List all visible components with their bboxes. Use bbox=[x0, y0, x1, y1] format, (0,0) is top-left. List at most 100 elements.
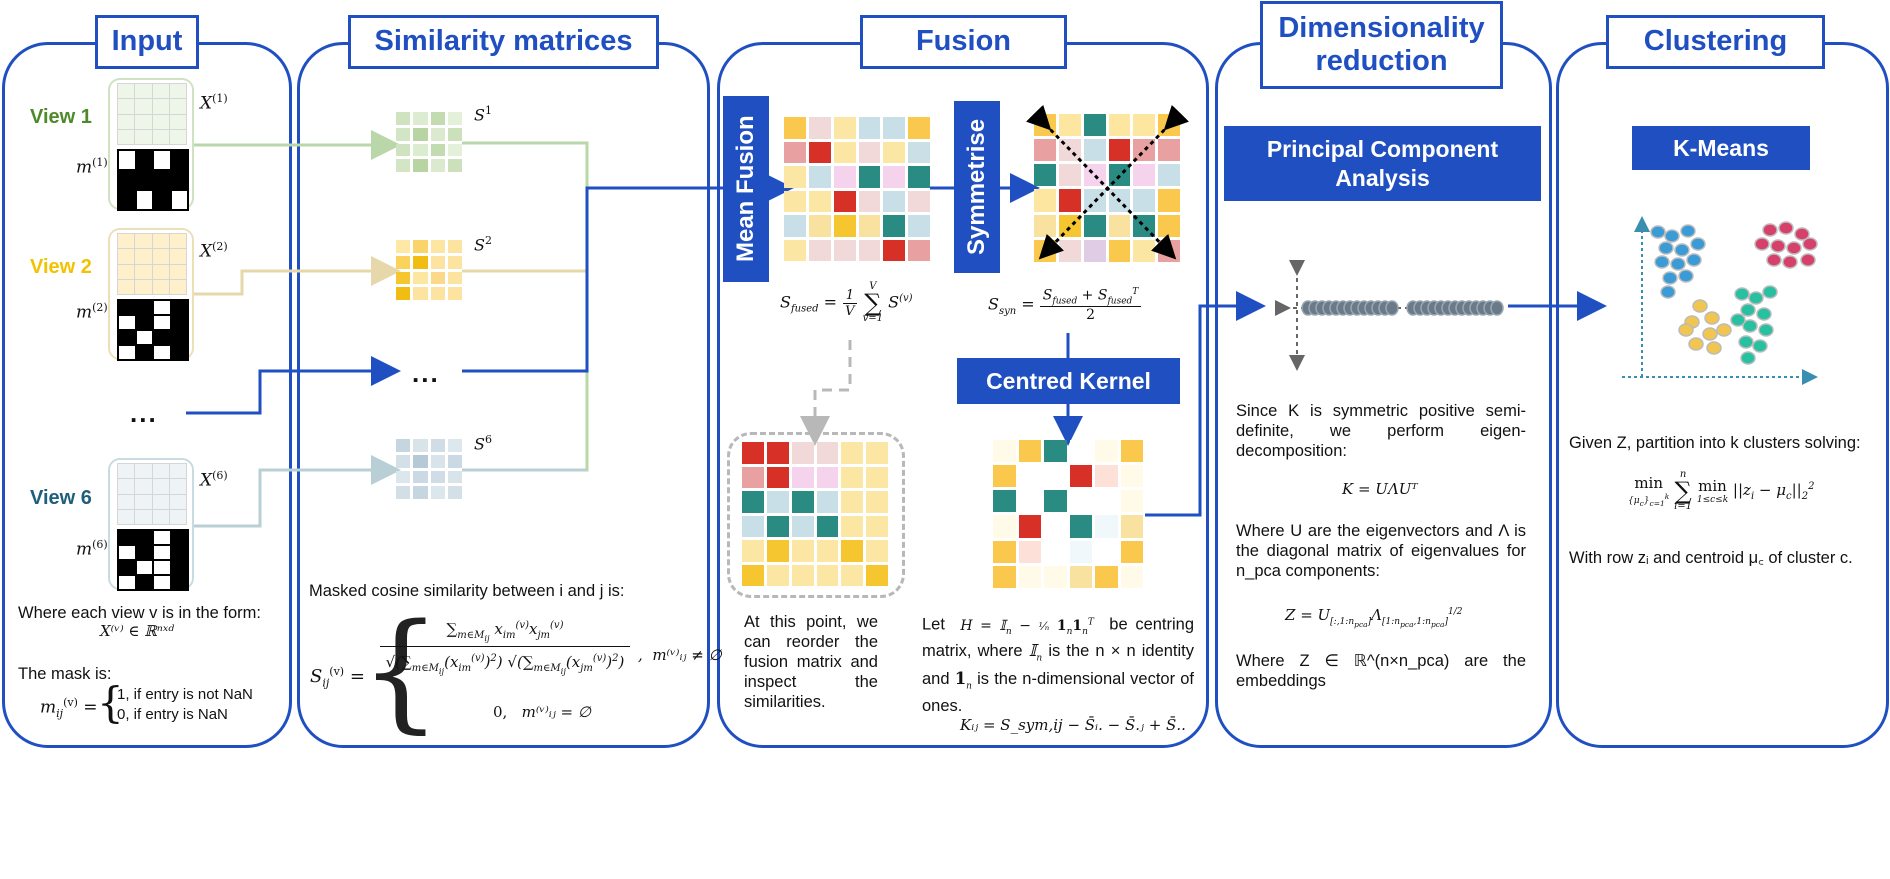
mean-fusion-cell bbox=[908, 190, 930, 212]
symmetrised-cell bbox=[1034, 189, 1056, 212]
view1-data-cell bbox=[169, 99, 186, 114]
similarity-panel bbox=[297, 42, 710, 748]
input-ellipsis: ... bbox=[130, 398, 158, 428]
view1-mask-cell bbox=[154, 171, 170, 189]
s1-cell bbox=[447, 159, 462, 172]
mean-fusion-cell bbox=[858, 166, 881, 188]
view6-data-cell bbox=[152, 494, 169, 509]
centred-kernel-cell bbox=[993, 490, 1016, 513]
s1-cell bbox=[413, 159, 428, 172]
similarity-matrix-2 bbox=[396, 240, 462, 300]
centred-kernel-label: Centred Kernel bbox=[957, 358, 1180, 404]
symmetrised-cell bbox=[1158, 139, 1180, 162]
view6-mask-cell bbox=[119, 576, 135, 589]
input-title: Input bbox=[95, 15, 199, 69]
s2-cell bbox=[447, 271, 462, 285]
mean-fusion-cell bbox=[784, 190, 806, 212]
symmetrised-cell bbox=[1083, 114, 1106, 137]
mean-fusion-cell bbox=[808, 141, 831, 163]
view1-data-cell bbox=[118, 129, 135, 144]
mean-fusion-cell bbox=[883, 117, 906, 139]
reordered-cell bbox=[742, 564, 764, 586]
symmetrised-cell bbox=[1158, 114, 1180, 137]
s1-cell bbox=[447, 127, 462, 141]
centred-kernel-cell bbox=[993, 440, 1016, 463]
view6-mask-cell bbox=[119, 531, 135, 544]
view2-data-cell bbox=[118, 249, 135, 264]
input-mask-brace: { bbox=[97, 678, 124, 727]
view6-data-cell bbox=[118, 509, 135, 524]
view1-data-cell bbox=[169, 114, 186, 129]
view1-mask-cell bbox=[171, 171, 187, 189]
input-form-text: Where each view v is in the form: bbox=[18, 604, 262, 622]
view1-mask-cell bbox=[119, 151, 135, 169]
mean-fusion-cell bbox=[808, 166, 831, 188]
s1-cell bbox=[413, 143, 428, 157]
symmetrised-cell bbox=[1034, 114, 1056, 137]
symmetrised-cell bbox=[1034, 214, 1056, 237]
symmetrised-cell bbox=[1133, 239, 1156, 262]
view6-data-cell bbox=[135, 464, 152, 479]
reordered-cell bbox=[816, 466, 839, 488]
view6-mask-cell bbox=[171, 531, 187, 544]
mean-fusion-cell bbox=[784, 166, 806, 188]
view2-mask-cell bbox=[154, 346, 170, 359]
s6-cell bbox=[447, 486, 462, 499]
s2-cell bbox=[447, 240, 462, 253]
centred-kernel-cell bbox=[1044, 465, 1067, 488]
s1-cell bbox=[430, 127, 445, 141]
view1-data-cell bbox=[152, 99, 169, 114]
view6-mask-cell bbox=[154, 576, 170, 589]
reordered-cell bbox=[866, 540, 888, 562]
clustering-title: Clustering bbox=[1606, 15, 1825, 69]
view2-mask-cell bbox=[119, 316, 135, 329]
centred-kernel-cell bbox=[1069, 515, 1092, 538]
s2-cell bbox=[413, 271, 428, 285]
view2-mask-cell bbox=[136, 316, 152, 329]
s1-cell bbox=[430, 159, 445, 172]
symmetrised-cell bbox=[1158, 164, 1180, 187]
reorder-box bbox=[727, 432, 905, 598]
view2-data-cell bbox=[152, 279, 169, 294]
symmetrised-cell bbox=[1108, 114, 1131, 137]
mean-fusion-cell bbox=[784, 215, 806, 237]
view1-mask-cell bbox=[136, 191, 152, 209]
view1-mask-cell bbox=[171, 191, 187, 209]
symmetrised-cell bbox=[1083, 214, 1106, 237]
centred-kernel-cell bbox=[1044, 565, 1067, 588]
symmetrised-cell bbox=[1034, 164, 1056, 187]
view6-data-cell bbox=[118, 464, 135, 479]
centred-kernel-cell bbox=[1120, 440, 1143, 463]
view6-mask-matrix bbox=[117, 529, 189, 591]
s2-cell bbox=[447, 287, 462, 300]
mean-fusion-cell bbox=[883, 215, 906, 237]
centred-kernel-cell bbox=[1095, 565, 1118, 588]
view6-data-cell bbox=[135, 494, 152, 509]
view2-label: View 2 bbox=[30, 256, 92, 278]
similarity-desc: Masked cosine similarity between i and j… bbox=[309, 582, 625, 600]
s6-cell bbox=[396, 486, 411, 499]
mean-fusion-cell bbox=[808, 190, 831, 212]
symmetrised-cell bbox=[1058, 239, 1081, 262]
reordered-cell bbox=[742, 466, 764, 488]
s2-cell bbox=[430, 287, 445, 300]
reordered-cell bbox=[816, 540, 839, 562]
mean-fusion-cell bbox=[908, 166, 930, 188]
s6-cell bbox=[413, 470, 428, 484]
centred-kernel-cell bbox=[1069, 540, 1092, 563]
mean-fusion-cell bbox=[908, 141, 930, 163]
reordered-cell bbox=[841, 564, 864, 586]
view1-mask-cell bbox=[136, 151, 152, 169]
view6-mask-cell bbox=[136, 546, 152, 559]
s6-cell bbox=[413, 439, 428, 452]
centred-kernel-cell bbox=[1044, 440, 1067, 463]
symmetrised-cell bbox=[1083, 164, 1106, 187]
view2-data-cell bbox=[135, 279, 152, 294]
s1-cell bbox=[396, 127, 411, 141]
s2-cell bbox=[413, 287, 428, 300]
view1-mask-cell bbox=[154, 191, 170, 209]
view2-mask-matrix bbox=[117, 299, 189, 361]
view6-mask-cell bbox=[119, 546, 135, 559]
reordered-cell bbox=[766, 442, 789, 464]
